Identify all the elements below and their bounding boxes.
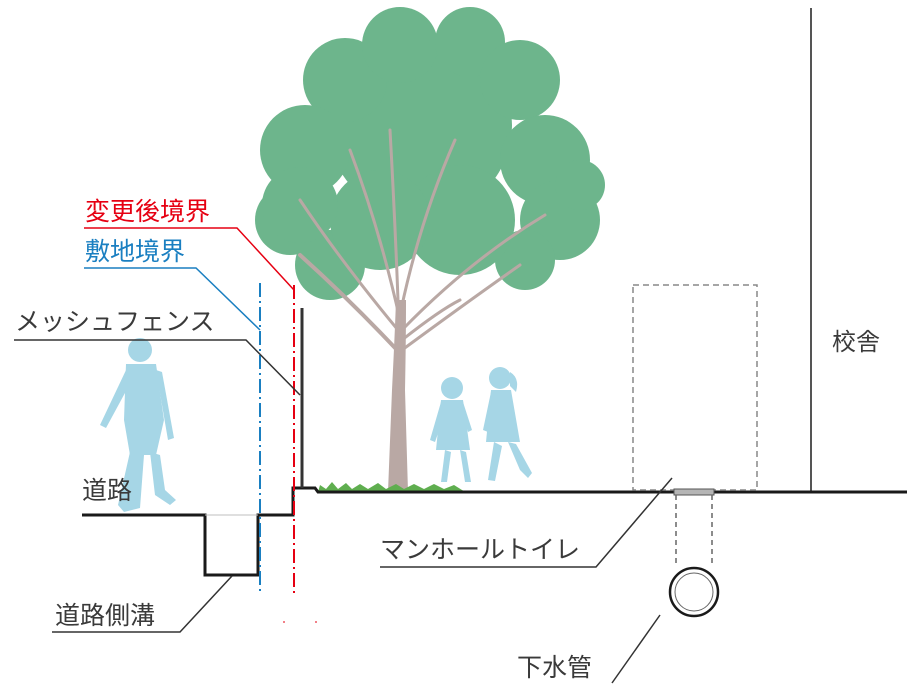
manhole-cover: [673, 488, 715, 496]
mesh-fence-label: メッシュフェンス: [15, 307, 215, 336]
grass: [318, 482, 466, 492]
manhole-toilet-booth: [632, 284, 758, 491]
site-boundary-label: 敷地境界: [85, 237, 186, 266]
walking-person-icon: [100, 338, 176, 512]
manhole-toilet-pit-icon: [675, 495, 713, 567]
ground-profile: [82, 486, 907, 577]
child-icon: [483, 367, 532, 481]
changed-boundary-label: 変更後境界: [85, 197, 211, 226]
leader-lines: [14, 227, 673, 684]
manhole-toilet-label: マンホールトイレ: [380, 535, 581, 564]
road-label: 道路: [82, 476, 133, 505]
child-icon: [430, 377, 472, 482]
sewer-pipe-label: 下水管: [517, 653, 593, 682]
road-gutter-label: 道路側溝: [55, 601, 156, 630]
tree-icon: [255, 7, 605, 492]
sewer-pipe-icon: [668, 566, 720, 618]
school-building-label: 校舎: [832, 328, 880, 356]
